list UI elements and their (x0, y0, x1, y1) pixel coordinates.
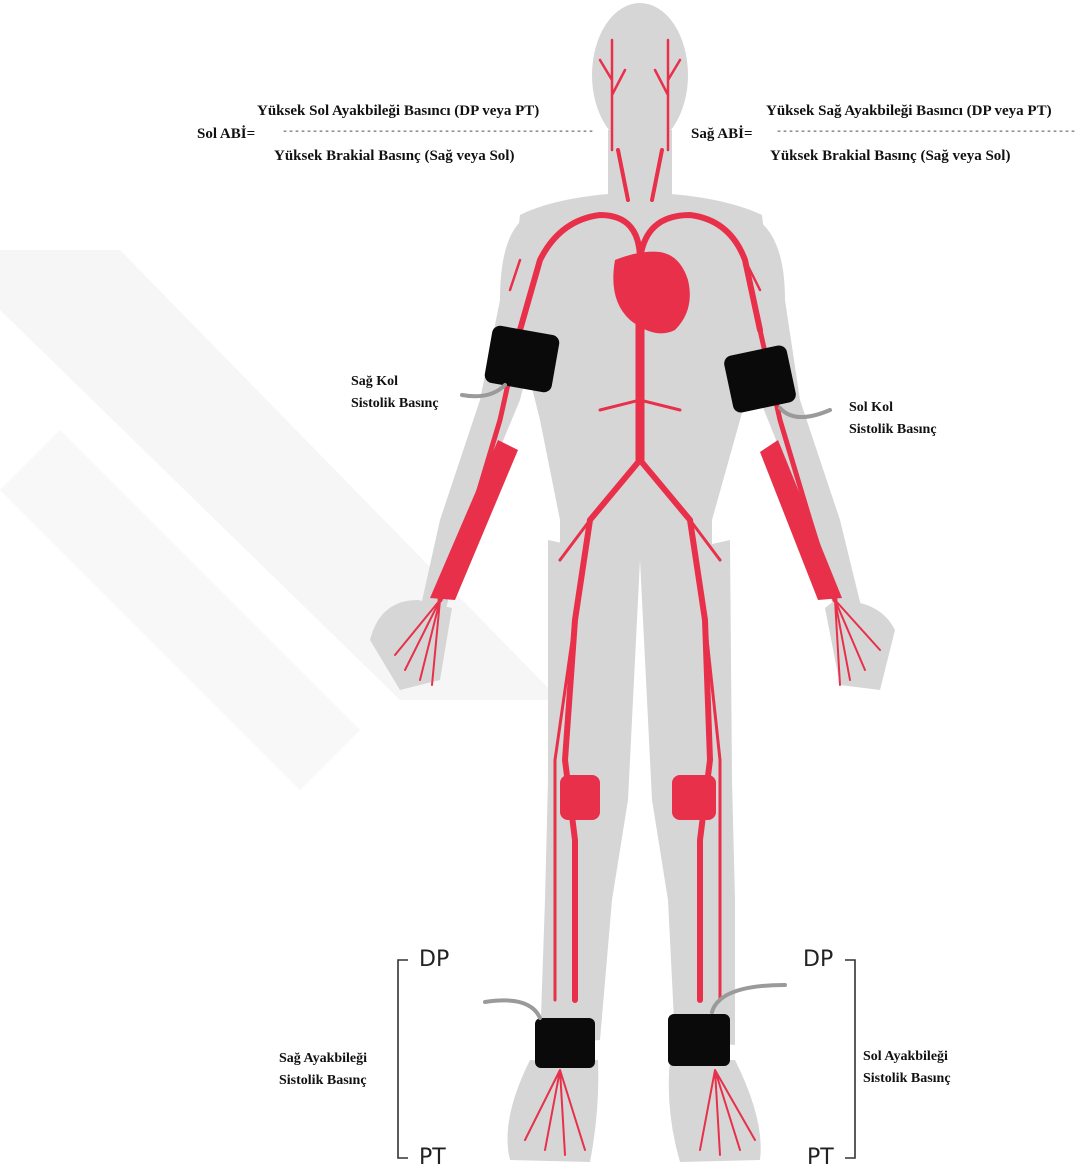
dp-label-right: DP (419, 947, 449, 972)
pt-label-left: PT (807, 1145, 834, 1170)
arm-left-label-1: Sol Kol (849, 400, 893, 416)
dp-label-left: DP (803, 947, 833, 972)
knee-artery-right (560, 775, 600, 820)
ankle-cuff-left (668, 1014, 730, 1066)
ankle-right-label-1: Sağ Ayakbileği (279, 1051, 367, 1067)
formula-right-numerator: Yüksek Sağ Ayakbileği Basıncı (DP veya P… (766, 103, 1076, 120)
arm-cuff-right (483, 325, 560, 394)
arm-right-label-1: Sağ Kol (351, 374, 398, 390)
ankle-left-label-1: Sol Ayakbileği (863, 1049, 948, 1065)
formula-left-numerator: Yüksek Sol Ayakbileği Basıncı (DP veya P… (257, 103, 539, 120)
pulse-brackets (398, 960, 855, 1158)
ankle-right-label-2: Sistolik Basınç (279, 1073, 367, 1089)
ankle-cuff-right (535, 1018, 595, 1068)
formula-left-denominator: Yüksek Brakial Basınç (Sağ veya Sol) (274, 148, 514, 165)
formula-left-divider: ----------------------------------------… (282, 127, 594, 138)
formula-right-prefix: Sağ ABİ= (691, 126, 753, 143)
arm-right-label-2: Sistolik Basınç (351, 396, 439, 412)
pt-label-right: PT (419, 1145, 446, 1170)
formula-right-denominator: Yüksek Brakial Basınç (Sağ veya Sol) (770, 148, 1010, 165)
formula-right-divider: ----------------------------------------… (776, 127, 1076, 138)
formula-left-prefix: Sol ABİ= (197, 126, 255, 143)
ankle-left-label-2: Sistolik Basınç (863, 1071, 951, 1087)
arm-left-label-2: Sistolik Basınç (849, 422, 937, 438)
knee-artery-left (672, 775, 716, 820)
